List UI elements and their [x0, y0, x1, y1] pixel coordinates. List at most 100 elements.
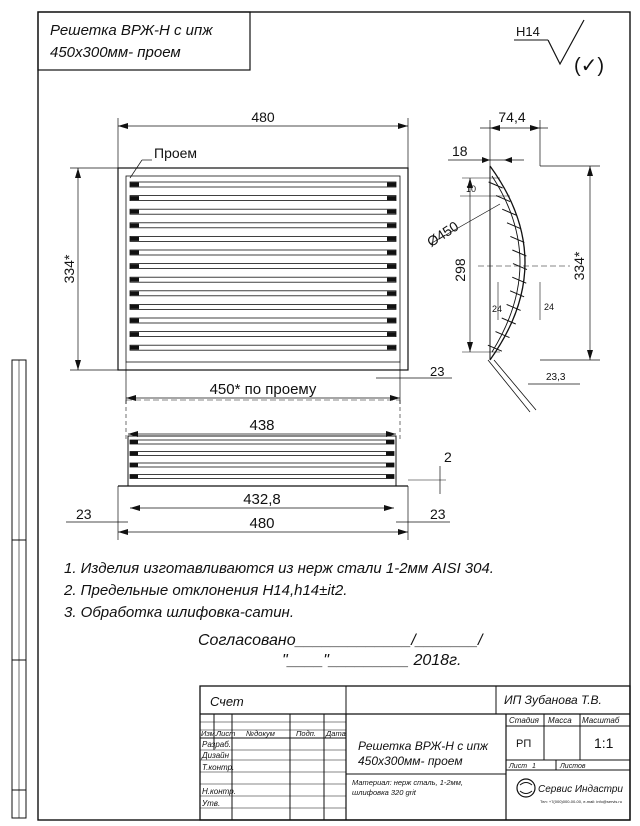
- stamp-author: ИП Зубанова Т.В.: [504, 693, 602, 707]
- louver-clip-right: [387, 223, 396, 228]
- louver-clip-left: [130, 345, 139, 350]
- stamp-material-1: Материал: нерж сталь, 1-2мм,: [352, 778, 463, 787]
- stamp-mass-label: Масса: [548, 716, 572, 725]
- note-1: 1. Изделия изготавливаются из нерж стали…: [64, 560, 494, 577]
- approval-line1: Согласовано_____________/_______/: [198, 632, 483, 649]
- louver-blade: [129, 249, 397, 256]
- dim-2: 2: [444, 449, 452, 465]
- side-blade: [509, 290, 525, 298]
- bottom-clip-left: [130, 463, 138, 467]
- dim-23-right: 23: [430, 506, 446, 522]
- dim-334-left: 334*: [61, 254, 77, 283]
- louver-clip-left: [130, 209, 139, 214]
- stamp-h-sign: Подп.: [296, 729, 316, 738]
- stamp-sheet: 1: [532, 763, 536, 770]
- louver-clip-right: [387, 209, 396, 214]
- dim-24b: 24: [544, 302, 554, 312]
- dim-450-opening: 450* по проему: [210, 381, 317, 398]
- dim-radius: Ø450: [424, 218, 462, 250]
- bottom-clip-left: [130, 440, 138, 444]
- louver-clip-right: [387, 196, 396, 201]
- stamp-h-list: Лист: [215, 729, 235, 738]
- louver-blade: [129, 195, 397, 202]
- front-view: 480 Проем 334* 450* по проему 23: [61, 109, 452, 404]
- dim-24a: 24: [492, 304, 502, 314]
- louver-blade: [129, 344, 397, 351]
- louver-clip-left: [130, 304, 139, 309]
- bottom-blade: [129, 451, 395, 456]
- louver-clip-right: [387, 345, 396, 350]
- roughness-symbol: H14 (✓): [514, 19, 604, 77]
- dim-480-top: 480: [251, 109, 275, 125]
- louver-blade: [129, 235, 397, 242]
- approval-line2: "____"_________ 2018г.: [282, 652, 462, 669]
- stamp-title-1: Решетка ВРЖ-Н с ипж: [358, 739, 489, 753]
- stamp-text: Счет ИП Зубанова Т.В. Изм. Лист №докум П…: [201, 693, 623, 808]
- note-3: 3. Обработка шлифовка-сатин.: [64, 604, 294, 621]
- title-line2: 450x300мм- проем: [50, 44, 181, 61]
- louver-clip-left: [130, 277, 139, 282]
- stamp-stage: РП: [516, 738, 531, 750]
- louver-clip-right: [387, 291, 396, 296]
- bottom-blade: [129, 462, 395, 468]
- dim-23-3: 23,3: [546, 372, 566, 383]
- bottom-clip-right: [386, 474, 394, 479]
- roughness-label: H14: [516, 24, 540, 39]
- dim-18: 18: [452, 143, 468, 159]
- dim-334-right: 334*: [571, 251, 587, 280]
- louver-clip-left: [130, 196, 139, 201]
- louver-blade: [129, 303, 397, 310]
- side-blade: [501, 317, 516, 325]
- bottom-louvers: [129, 439, 395, 479]
- bottom-clip-right: [386, 463, 394, 467]
- louver-clip-right: [387, 264, 396, 269]
- bottom-clip-left: [130, 474, 138, 479]
- louver-blade: [129, 263, 397, 270]
- stamp-row-ncontr: Н.контр.: [202, 787, 236, 796]
- dim-438: 438: [249, 417, 274, 434]
- louver-clip-left: [130, 250, 139, 255]
- dim-23-left: 23: [76, 506, 92, 522]
- bottom-clip-left: [130, 451, 138, 456]
- louver-blade: [129, 290, 397, 297]
- louver-blade: [129, 222, 397, 229]
- stamp-title-2: 450x300мм- проем: [358, 754, 463, 768]
- louver-clip-left: [130, 332, 139, 337]
- stamp-row-tcontr: Т.контр.: [202, 763, 234, 772]
- title-line1: Решетка ВРЖ-Н с ипж: [50, 22, 213, 39]
- louver-clip-left: [130, 182, 139, 187]
- stamp-h-izm: Изм.: [201, 729, 217, 738]
- stamp-h-doc: №докум: [246, 729, 275, 738]
- stamp-row-utv: Утв.: [201, 799, 220, 808]
- louver-clip-right: [387, 304, 396, 309]
- bottom-blade: [129, 439, 395, 445]
- dim-480-bottom: 480: [249, 515, 274, 532]
- side-blade: [510, 235, 525, 243]
- dim-298: 298: [452, 258, 468, 282]
- side-blade: [495, 331, 510, 339]
- louver-clip-left: [130, 223, 139, 228]
- bottom-blade: [129, 474, 395, 479]
- company-logo-icon: [516, 778, 536, 798]
- side-curve-inner: [491, 175, 521, 353]
- side-blade: [495, 195, 511, 203]
- dim-23-front: 23: [430, 364, 444, 379]
- louver-blade: [129, 317, 397, 324]
- side-view: 74,4 18 10 Ø450 298 334* 24 24 23: [424, 109, 600, 413]
- louver-clip-right: [387, 332, 396, 337]
- stamp-stage-label: Стадия: [509, 716, 540, 725]
- side-louver-ticks: [487, 181, 528, 352]
- side-blade: [488, 181, 503, 189]
- note-2: 2. Предельные отклонения H14,h14±it2.: [64, 582, 348, 599]
- louver-clip-right: [387, 277, 396, 282]
- side-blade: [506, 222, 522, 230]
- louver-blade: [129, 331, 397, 338]
- stamp-company-sub: Тел: +7(000)000-00-00, e-mail: info@serv…: [540, 799, 622, 804]
- louver-clip-right: [387, 250, 396, 255]
- louver-blade: [129, 276, 397, 283]
- dim-10: 10: [466, 184, 476, 194]
- louver-clip-left: [130, 291, 139, 296]
- louvers: [129, 181, 397, 351]
- louver-blade: [129, 181, 397, 188]
